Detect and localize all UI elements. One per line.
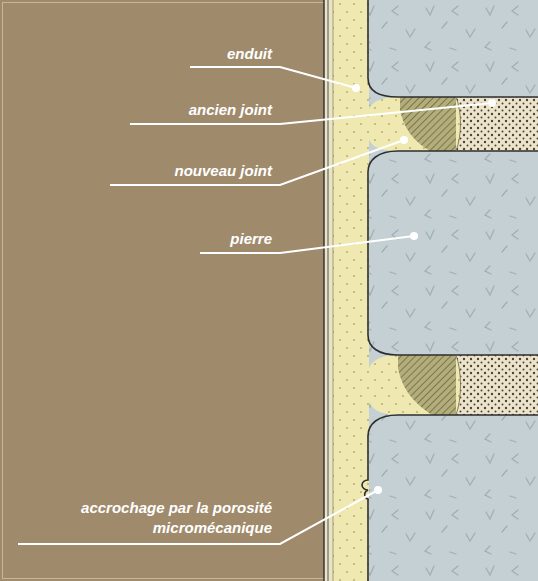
finish-layer — [324, 0, 333, 581]
part-label: ancien joint — [72, 100, 272, 120]
leader-line — [18, 490, 378, 544]
part-label: pierre — [72, 229, 272, 249]
leader-dot — [352, 84, 360, 92]
leader-line — [190, 67, 356, 88]
leader-dot — [400, 136, 408, 144]
stone — [368, 0, 538, 581]
leader-dot — [488, 99, 496, 107]
leader-dot — [410, 232, 418, 240]
part-label: enduit — [72, 44, 272, 64]
leader-dot — [374, 486, 382, 494]
stone-outline — [362, 0, 538, 581]
joint — [360, 90, 538, 160]
part-label: accrochage par la porosité micromécaniqu… — [32, 498, 272, 538]
part-label: nouveau joint — [72, 161, 272, 181]
stone-texture — [368, 0, 538, 581]
joint — [360, 350, 538, 420]
leader-line — [130, 103, 492, 124]
